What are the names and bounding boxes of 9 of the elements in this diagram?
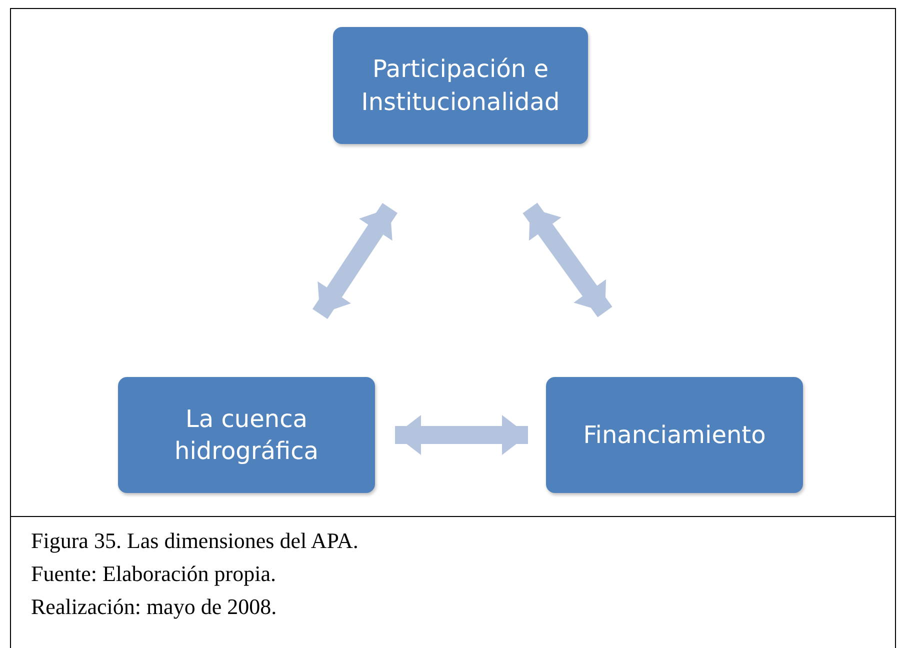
source-note: Realización: mayo de 2008. xyxy=(31,594,277,620)
process-box: La cuenca hidrográfica xyxy=(118,377,375,493)
figure-caption: Figura 35. Las dimensiones del APA. xyxy=(31,528,358,554)
double-arrow xyxy=(395,415,528,455)
double-arrow xyxy=(522,202,612,318)
source-note: Fuente: Elaboración propia. xyxy=(31,561,276,587)
process-box: Financiamiento xyxy=(546,377,803,493)
process-box: Participación e Institucionalidad xyxy=(333,27,588,144)
double-arrow xyxy=(312,203,398,319)
